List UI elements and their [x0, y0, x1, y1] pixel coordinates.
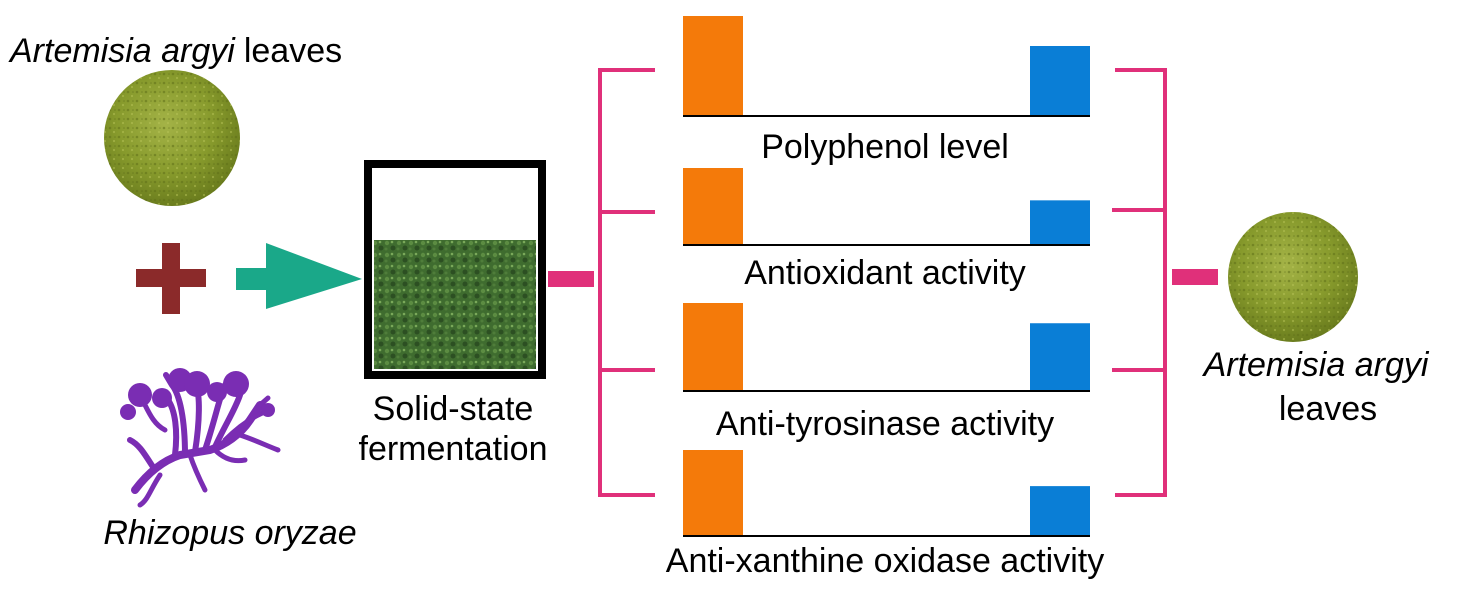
metric-panel-3: Anti-tyrosinase activity — [683, 303, 1090, 443]
fungus-icon — [120, 368, 281, 508]
process-label-line1: Solid-state — [373, 390, 534, 428]
bar-before-fermentation — [683, 16, 743, 116]
arrow-right-icon — [236, 243, 362, 309]
bar-before-fermentation — [683, 450, 743, 536]
metric-panel-1: Polyphenol level — [683, 16, 1090, 166]
metric-label: Anti-tyrosinase activity — [716, 405, 1054, 443]
bracket-left — [598, 68, 655, 497]
powder-image-top — [104, 70, 240, 206]
output-leaves-word: leaves — [1279, 390, 1377, 428]
metric-label: Antioxidant activity — [744, 254, 1026, 292]
metric-label: Anti-xanthine oxidase activity — [666, 542, 1104, 580]
fungus-label: Rhizopus oryzae — [103, 514, 356, 552]
metric-label: Polyphenol level — [761, 128, 1009, 166]
bar-after-fermentation — [1030, 323, 1090, 391]
powder-image-output — [1228, 212, 1358, 342]
process-label-line2: fermentation — [359, 430, 548, 468]
fermentation-vessel — [364, 160, 546, 379]
bar-before-fermentation — [683, 303, 743, 391]
input-species-name: Artemisia argyi — [8, 32, 236, 70]
bracket-right — [1112, 68, 1167, 497]
plus-icon — [136, 243, 206, 314]
connector-dash-right — [1172, 269, 1218, 285]
metric-panel-4: Anti-xanthine oxidase activity — [666, 450, 1104, 580]
bar-after-fermentation — [1030, 486, 1090, 536]
output-species-name: Artemisia argyi — [1202, 346, 1430, 384]
bar-after-fermentation — [1030, 200, 1090, 245]
metric-panel-2: Antioxidant activity — [683, 168, 1090, 292]
bar-after-fermentation — [1030, 46, 1090, 116]
connector-dash-left — [548, 271, 594, 287]
input-leaves-word: leaves — [244, 32, 342, 70]
bar-before-fermentation — [683, 168, 743, 245]
